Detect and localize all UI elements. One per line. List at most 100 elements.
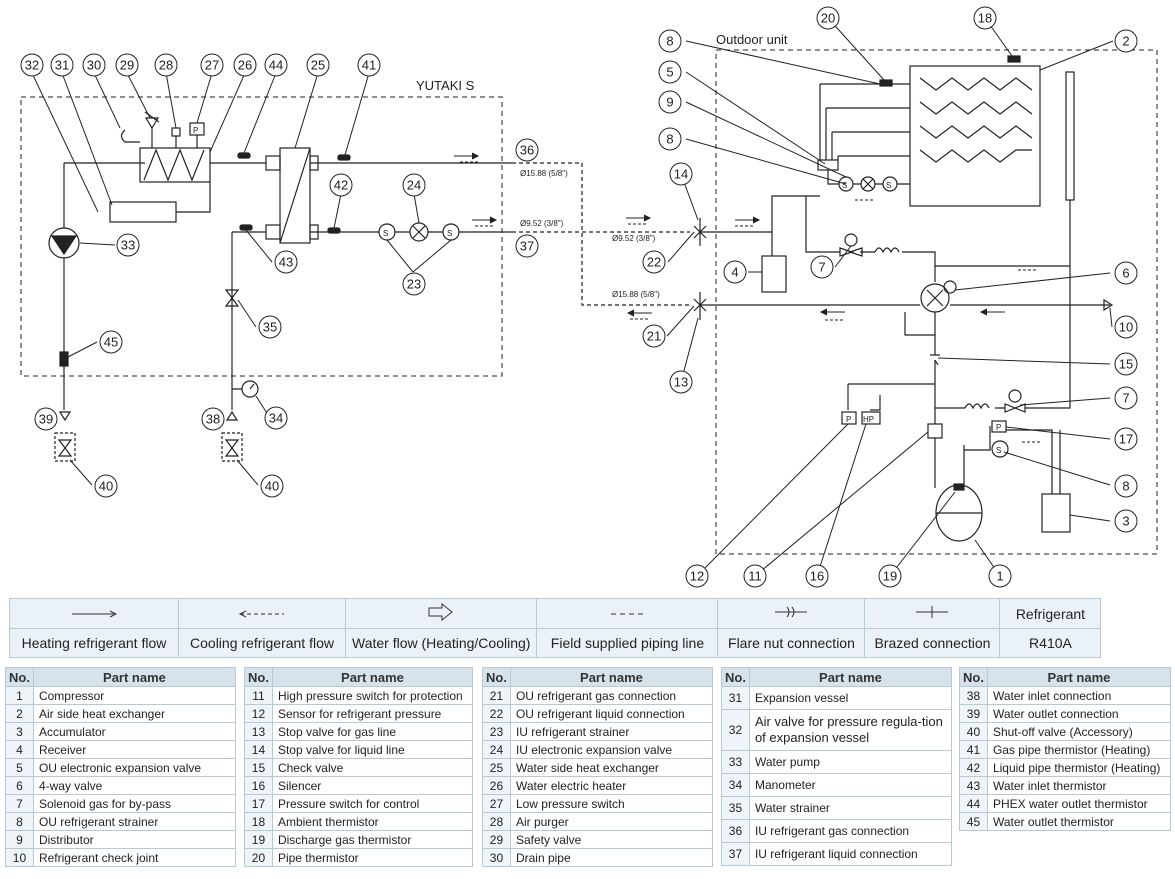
callout-circle (973, 6, 997, 30)
water-pump (48, 227, 80, 259)
heater-element (143, 148, 205, 182)
callout-circle (115, 53, 139, 77)
callout-number: 39 (39, 412, 53, 427)
strainer-letter: S (886, 181, 891, 190)
high-pressure-letter: HP (863, 415, 874, 424)
part-name: Water strainer (748, 796, 953, 820)
callout-circle (94, 474, 118, 498)
part-number: 44 (959, 794, 988, 813)
part-number: 7 (5, 794, 34, 813)
part-name: Sensor for refrigerant pressure (271, 704, 474, 723)
part-number: 26 (482, 776, 511, 795)
callout-number: 30 (87, 58, 101, 73)
strainer-letter: S (447, 229, 452, 238)
callout-circle (1114, 474, 1138, 498)
callout-number: 23 (407, 277, 421, 292)
callout-number: 40 (99, 479, 113, 494)
callout-circle (357, 53, 381, 77)
callout-circle (50, 53, 74, 77)
callout-number: 14 (674, 167, 688, 182)
part-name: OU electronic expansion valve (32, 758, 237, 777)
callout-circle (99, 330, 123, 354)
part-number: 18 (244, 812, 273, 831)
part-name: Low pressure switch (509, 794, 714, 813)
callout-circle (258, 315, 282, 339)
dashed-line-icon (611, 613, 644, 614)
part-name: Shut-off valve (Accessory) (986, 722, 1172, 741)
accumulator (1041, 493, 1071, 533)
legend-refrigerant-value: R410A (999, 628, 1102, 658)
callout-number: 5 (666, 65, 673, 80)
callout-number: 6 (1122, 266, 1129, 281)
part-name: Compressor (32, 686, 237, 705)
indoor-unit-boundary (20, 96, 503, 377)
legend-refrigerant-title: Refrigerant (999, 598, 1102, 629)
callout-number: 43 (279, 255, 293, 270)
callout-number: 44 (269, 58, 283, 73)
callout-number: 35 (263, 320, 277, 335)
pipe-label-liquid-indoor: Ø9.52 (3/8") (520, 219, 564, 228)
part-name: Water electric heater (509, 776, 714, 795)
solid-arrow-icon (72, 610, 118, 617)
part-name: Expansion vessel (748, 686, 953, 710)
hollow-arrow-icon (428, 602, 454, 622)
part-number: 34 (721, 773, 750, 797)
callout-circle (82, 53, 106, 77)
part-name: Discharge gas thermistor (271, 830, 474, 849)
part-number: 30 (482, 848, 511, 867)
callout-circle (402, 272, 426, 296)
part-number: 43 (959, 776, 988, 795)
pressure-letter: P (846, 415, 851, 424)
part-number: 8 (5, 812, 34, 831)
part-number: 6 (5, 776, 34, 795)
callout-circle (329, 173, 353, 197)
part-number: 2 (5, 704, 34, 723)
part-name: Water side heat exchanger (509, 758, 714, 777)
part-number: 31 (721, 686, 750, 710)
part-number: 36 (721, 819, 750, 843)
part-name: 4-way valve (32, 776, 237, 795)
callout-circle (988, 564, 1012, 588)
callout-number: 25 (311, 58, 325, 73)
pipe-label-liquid-outdoor: Ø9.52 (3/8") (612, 234, 656, 243)
col-no-header: No. (482, 667, 511, 687)
part-number: 42 (959, 758, 988, 777)
dashed-arrow-icon (238, 610, 284, 617)
callout-number: 24 (407, 178, 421, 193)
callout-circle (810, 255, 834, 279)
water-electric-heater (139, 147, 211, 183)
part-name: PHEX water outlet thermistor (986, 794, 1172, 813)
part-number: 22 (482, 704, 511, 723)
legend-flare-symbol (717, 598, 866, 629)
callout-circle (233, 53, 257, 77)
callout-number: 20 (821, 11, 835, 26)
callout-circle (264, 53, 288, 77)
callout-number: 11 (748, 569, 762, 584)
callout-number: 9 (666, 95, 673, 110)
part-name: Water inlet thermistor (986, 776, 1172, 795)
part-number: 11 (244, 686, 273, 705)
part-name: OU refrigerant gas connection (509, 686, 714, 705)
